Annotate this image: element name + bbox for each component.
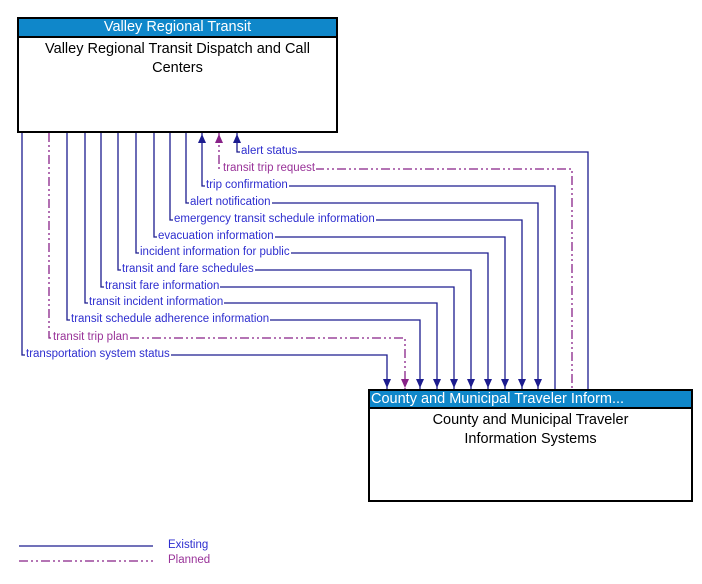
flow-arrowhead-down-icon [401,379,409,388]
flow-arrowhead-up-icon [215,134,223,143]
flow-line [201,133,556,389]
flow-arrowhead-down-icon [518,379,526,388]
flow-line [153,133,506,389]
flow-label: alert notification [189,196,272,209]
flow-arrowhead-down-icon [433,379,441,388]
flow-line [185,133,539,389]
flow-label: transit and fare schedules [121,263,255,276]
flow-label: transit trip plan [52,331,130,344]
flow-arrowhead-down-icon [450,379,458,388]
flow-line [117,133,472,389]
flow-arrowhead-down-icon [416,379,424,388]
entity-header: County and Municipal Traveler Inform... [370,391,691,409]
flow-label: transit schedule adherence information [70,313,271,326]
flow-arrowhead-down-icon [501,379,509,388]
flow-label: transit fare information [104,280,221,293]
entity-box-valley-regional-transit: Valley Regional Transit Valley Regional … [17,17,338,133]
flow-line [135,133,489,389]
flow-arrowhead-down-icon [383,379,391,388]
flow-arrowhead-down-icon [534,379,542,388]
legend-planned-label: Planned [168,554,211,566]
flow-label: alert status [240,145,299,158]
flow-arrowhead-up-icon [233,134,241,143]
entity-body-text: County and Municipal Traveler Informatio… [432,412,629,447]
flow-label: transit trip request [222,162,317,175]
flow-line [218,133,573,389]
flow-label: transportation system status [25,348,171,361]
legend-existing-label: Existing [168,539,209,551]
entity-body-text: Valley Regional Transit Dispatch and Cal… [45,41,310,76]
flow-label: emergency transit schedule information [173,213,376,226]
flow-label: transit incident information [88,296,225,309]
flow-label: evacuation information [157,230,275,243]
flow-arrowhead-down-icon [467,379,475,388]
entity-header: Valley Regional Transit [19,19,336,38]
flow-label: incident information for public [139,246,291,259]
flow-arrowhead-up-icon [198,134,206,143]
flow-line [84,133,438,389]
flow-line [21,133,388,389]
flow-arrowhead-down-icon [484,379,492,388]
flow-label: trip confirmation [205,179,289,192]
flow-line [48,133,406,389]
entity-box-county-municipal-traveler-info: County and Municipal Traveler Inform... … [368,389,693,502]
flow-line [100,133,455,389]
